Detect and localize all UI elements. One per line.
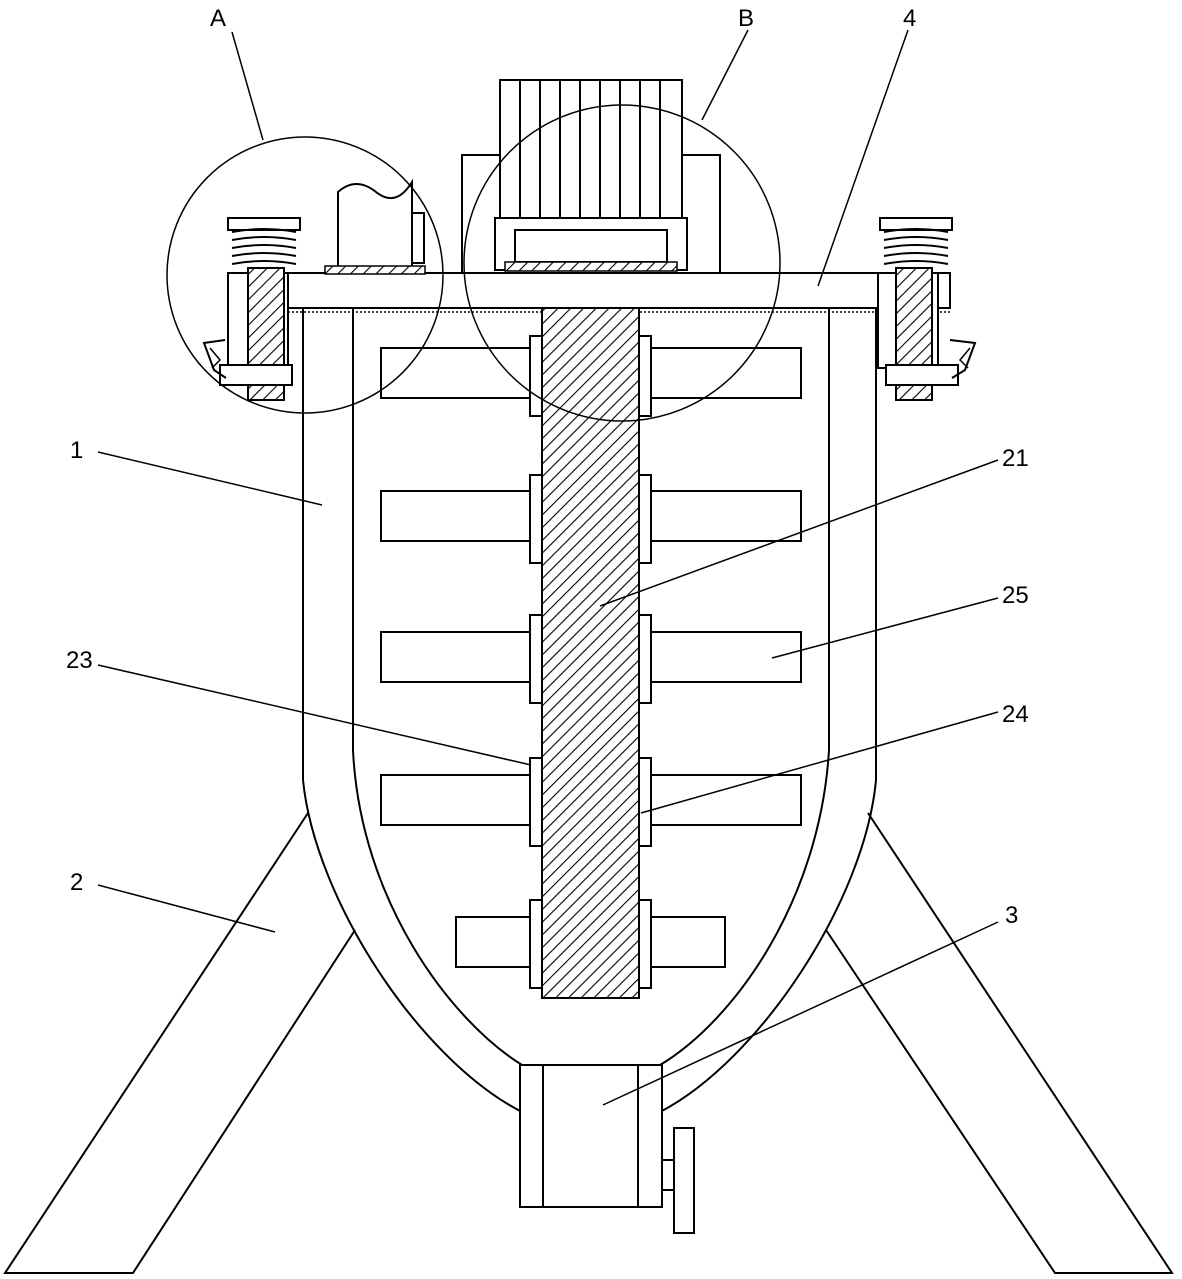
left-leg [3,812,356,1274]
label-23: 23 [66,647,93,674]
top-cover-plate [227,272,951,313]
label-b: B [738,5,754,32]
discharge-valve [519,1064,695,1234]
leader-lines [97,29,999,1106]
tank-body [302,308,877,1113]
detail-circle-a [166,136,444,414]
label-21: 21 [1002,445,1029,472]
label-2: 2 [70,869,83,896]
label-4: 4 [903,5,916,32]
label-a: A [210,5,226,32]
left-spring-clamp [202,217,301,401]
blade-clamps [529,335,652,989]
feed-port [324,178,426,275]
label-3: 3 [1005,902,1018,929]
label-1: 1 [70,437,83,464]
motor-assembly [461,79,721,274]
label-25: 25 [1002,582,1029,609]
detail-circle-b [463,104,781,422]
label-24: 24 [1002,701,1029,728]
stirring-shaft [541,307,640,999]
right-spring-clamp [877,217,977,401]
right-leg [825,812,1174,1274]
